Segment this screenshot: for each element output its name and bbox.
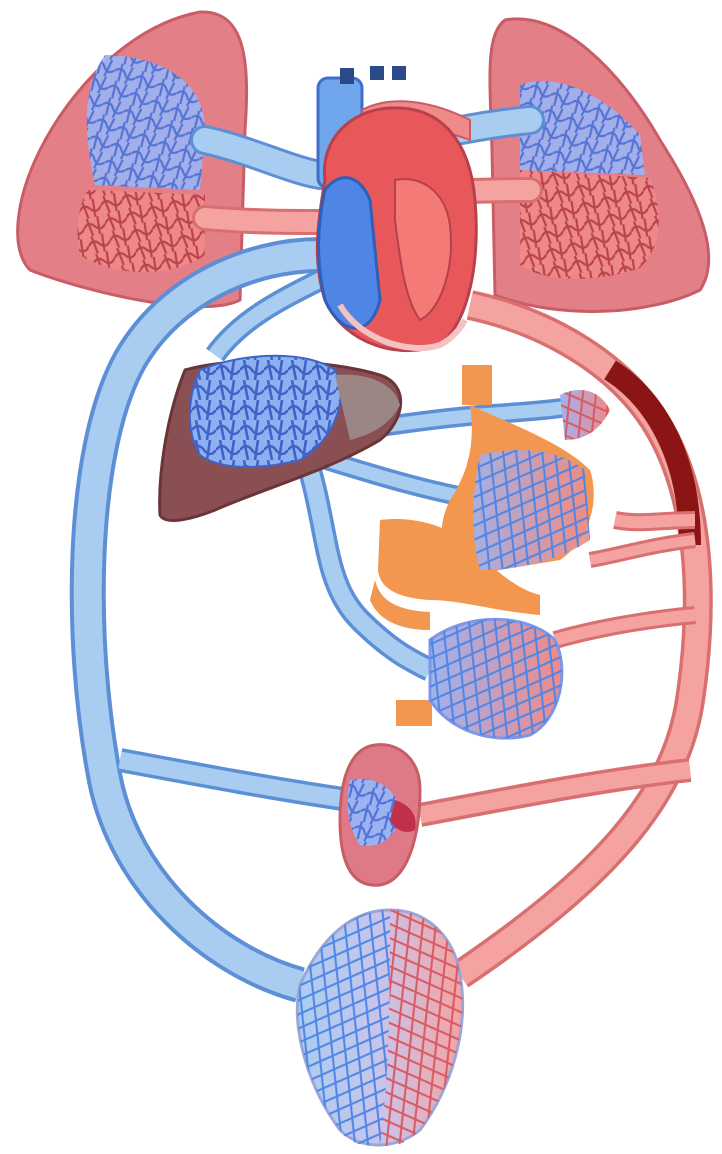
kidney [340,745,420,886]
lower-body-capillaries [297,910,462,1146]
heart [317,66,476,351]
intestine-capillaries [430,619,562,738]
liver [160,356,401,521]
right-lung [490,19,709,312]
